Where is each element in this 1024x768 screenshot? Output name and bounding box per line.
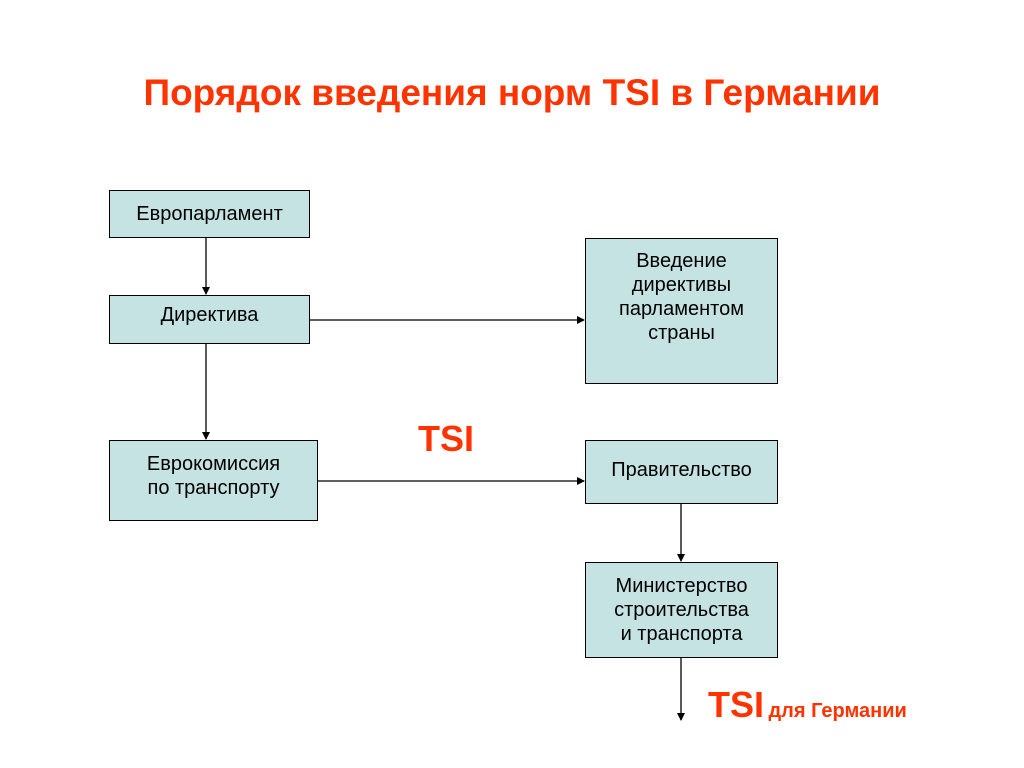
box-government-label: Правительство [611,459,752,481]
box-directive-introduction-label: Введение директивы парламентом страны [619,250,744,344]
box-directive-label: Директива [160,303,259,326]
box-government: Правительство [585,440,778,504]
tsi-label: TSI [418,418,475,459]
box-directive: Директива [109,295,310,344]
box-eurocommission-label: Еврокомиссия по транспорту [146,452,281,499]
box-ministry-label: Министерство строительства и транспорта [614,575,749,645]
page-title: Порядок введения норм TSI в Германии [143,72,881,113]
tsi-germany-big: TSI [708,684,765,725]
box-ministry: Министерство строительства и транспорта [585,562,778,658]
box-eurocommission: Еврокомиссия по транспорту [109,440,318,521]
box-europarliament-label: Европарламент [136,203,283,225]
box-europarliament: Европарламент [109,190,310,238]
tsi-germany-label: TSI для Германии [708,684,907,726]
box-directive-introduction: Введение директивы парламентом страны [585,238,778,384]
tsi-germany-small: для Германии [768,700,907,722]
